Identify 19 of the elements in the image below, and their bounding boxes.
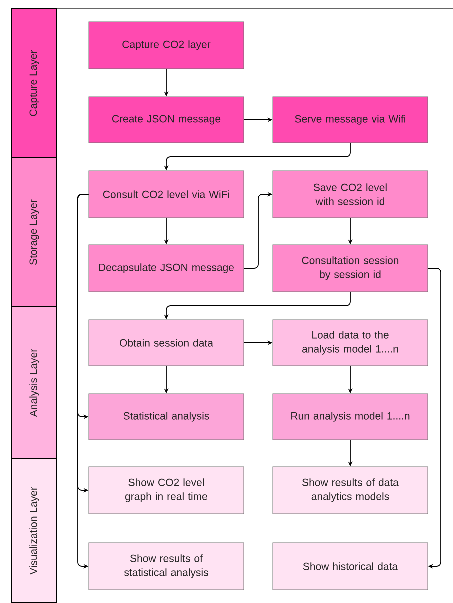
process-box: Load data to the analysis model 1....n	[272, 320, 428, 366]
process-box: Create JSON message	[88, 96, 244, 144]
process-box: Show historical data	[272, 542, 428, 590]
process-box: Run analysis model 1....n	[272, 394, 428, 440]
process-box: Consultation session by session id	[272, 244, 428, 292]
process-box: Show CO2 level graph in real time	[88, 466, 244, 514]
process-box: Show results of data analytics models	[272, 466, 428, 514]
layer-band: Visualization Layer	[12, 458, 58, 603]
process-box: Serve message via Wifi	[272, 96, 428, 144]
layer-band: Capture Layer	[12, 8, 58, 158]
process-box: Statistical analysis	[88, 394, 244, 440]
process-box: Capture CO2 layer	[88, 22, 244, 70]
process-box: Consult CO2 level via WiFi	[88, 170, 244, 218]
process-box: Decapsulate JSON message	[88, 244, 244, 292]
process-box: Show results of statistical analysis	[88, 542, 244, 590]
process-box: Save CO2 level with session id	[272, 170, 428, 218]
process-box: Obtain session data	[88, 320, 244, 366]
layer-band: Analysis Layer	[12, 306, 58, 460]
layer-band: Storage Layer	[12, 158, 58, 308]
